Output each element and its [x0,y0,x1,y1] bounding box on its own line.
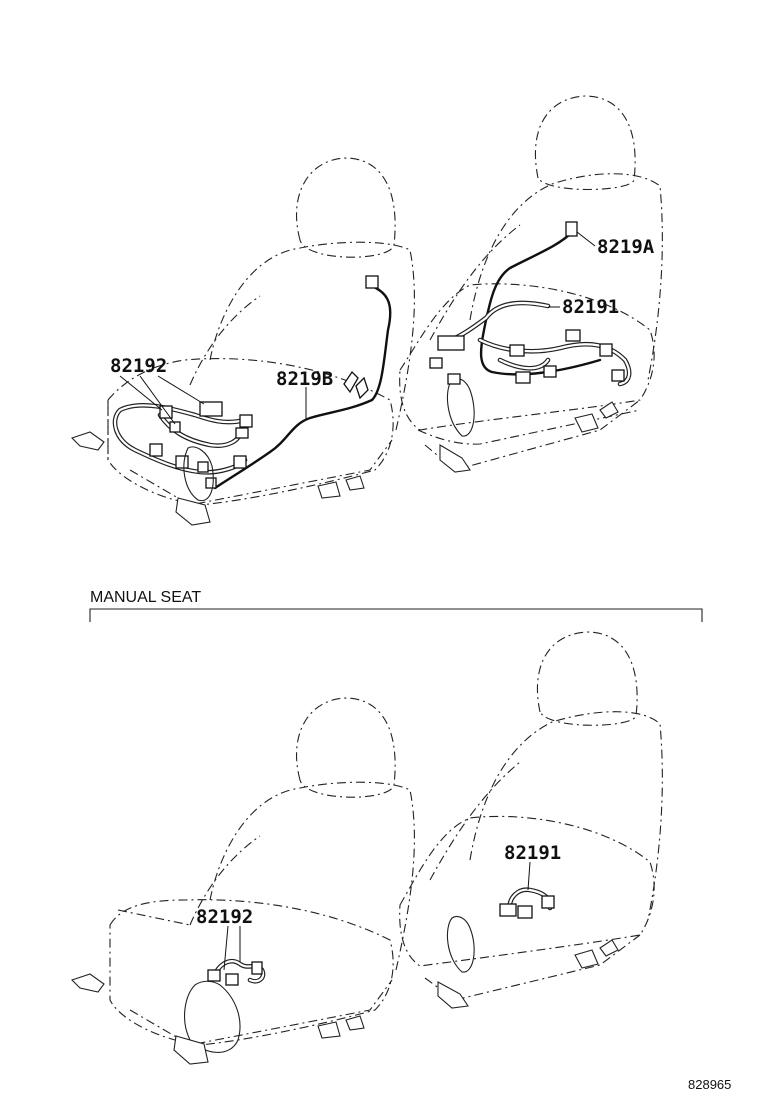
section-bracket [89,608,703,622]
seat-frame [129,439,393,506]
top-seat-assembly: 8219A 82191 82192 8219B [70,95,663,526]
connector [543,365,557,378]
rail-foot [345,475,365,491]
side-cover [446,377,475,437]
cushion-top [117,909,191,926]
connector [515,371,531,384]
part-label-82192-top: 82192 [110,355,167,377]
connector [197,461,209,473]
part-label-8219B: 8219B [276,368,333,390]
connector-plug [355,376,369,400]
headrest [536,631,638,726]
leader-82192-bottom [223,925,229,971]
connector [611,369,625,382]
rail-foot [437,981,469,1009]
rail-foot [70,431,105,451]
connector [233,455,247,469]
connector [599,343,613,357]
rail-foot [574,949,599,969]
leader-82192-top [157,375,205,405]
connector [429,357,443,369]
part-label-82191-top: 82191 [562,296,619,318]
rail-foot [599,401,619,419]
connector [499,903,517,917]
part-label-82191-bottom: 82191 [504,842,561,864]
connector [365,275,379,289]
diagram-id: 828965 [688,1077,731,1092]
section-label: MANUAL SEAT [90,589,201,606]
connector [437,335,465,351]
seat-frame [129,979,393,1046]
bottom-seat-assembly: 82191 82192 [70,631,663,1065]
side-cover [184,980,241,1053]
connector [199,401,223,417]
side-cover [183,446,214,502]
seat-cushion [109,899,394,1046]
connector [251,961,263,975]
right-seat-bottom [399,631,663,1009]
connector [225,973,239,986]
rail-foot [173,1035,209,1065]
headrest [296,157,396,258]
leader-82192-top [119,375,163,411]
leader-82191-bottom [527,861,531,891]
rail-foot [599,939,619,957]
seat-frame [424,934,641,1001]
seat-back [469,711,663,921]
seat-back [209,781,415,971]
rail-foot [317,1021,341,1039]
connector-plug [343,370,359,394]
rail-foot [317,481,341,499]
seat-back-inner [189,295,261,386]
rail-foot [439,444,471,473]
manual-seat-section-header: MANUAL SEAT [89,589,703,622]
connector [447,373,461,385]
connector [565,329,581,342]
side-cover [446,915,475,973]
harness-8219B [213,283,392,490]
connector [541,895,555,909]
connector [239,414,253,428]
connector [205,477,217,489]
connector [175,455,189,469]
leader-82192-top [139,375,176,425]
left-seat-bottom [70,697,415,1065]
right-seat-top [399,95,663,473]
rail-foot [70,973,105,993]
cushion-side [417,409,641,445]
seat-cushion [107,358,394,506]
connector [169,421,181,433]
seat-back-inner [429,224,521,341]
connector [517,905,533,919]
part-label-82192-bottom: 82192 [196,906,253,928]
rail-foot [175,497,211,526]
connector [235,427,249,439]
left-seat-top [70,157,415,526]
harness-8219A [479,230,602,376]
rail-foot [345,1015,365,1031]
seat-back [469,173,663,381]
connector [149,443,163,457]
connector [207,969,221,982]
headrest [296,697,396,798]
rail-foot [574,413,599,433]
harness-branch-inner [498,358,550,370]
connector [509,344,525,357]
seat-back [209,241,415,431]
connector [565,221,578,237]
seat-back-inner [189,835,261,926]
headrest [534,95,636,190]
seat-cushion [399,283,655,431]
leader-8219A [576,231,596,247]
part-label-8219A: 8219A [597,236,655,258]
